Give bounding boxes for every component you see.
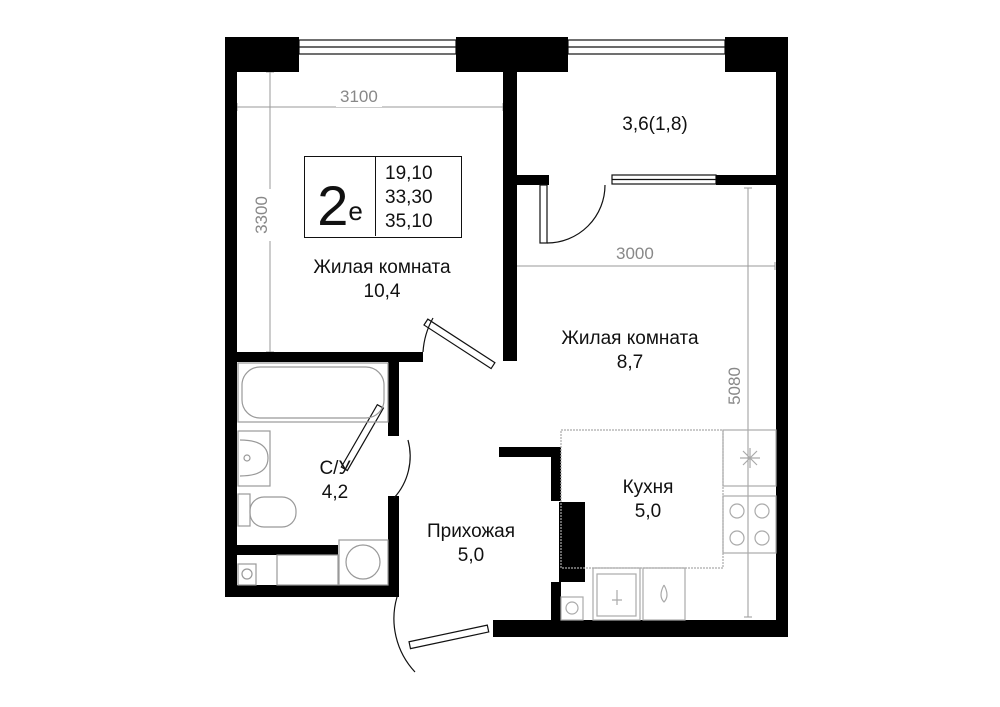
hallway-name: Прихожая: [426, 521, 516, 542]
balcony-area: 3,6(1,8): [622, 114, 688, 135]
doors: [340, 184, 606, 673]
hallway-label: Прихожая 5,0: [406, 520, 536, 568]
bathroom-name: С/У: [319, 458, 351, 479]
living-room-2-area: 8,7: [616, 352, 644, 373]
living-room-1-area: 10,4: [363, 281, 401, 302]
bathroom-area: 4,2: [321, 482, 349, 503]
kitchen-area: 5,0: [634, 501, 662, 522]
living-room-1-name: Жилая комната: [313, 257, 451, 278]
living-room-2-label: Жилая комната 8,7: [530, 327, 730, 375]
room1-height-label: 3300: [252, 189, 272, 241]
total-area-with-balcony: 35,10: [385, 211, 433, 232]
bathroom-fixtures: [237, 362, 389, 586]
walls: [225, 37, 788, 637]
balcony-label: 3,6(1,8): [590, 113, 720, 137]
apartment-areas: 19,10 33,30 35,10: [385, 162, 433, 234]
kitchen-name: Кухня: [622, 477, 674, 498]
room1-width-label: 3100: [336, 87, 382, 107]
hallway-area: 5,0: [457, 545, 485, 566]
living-room-2-name: Жилая комната: [561, 328, 699, 349]
kitchen-label: Кухня 5,0: [602, 476, 694, 524]
room2-width-label: 3000: [612, 244, 658, 264]
total-area: 33,30: [385, 187, 433, 208]
living-area: 19,10: [385, 163, 433, 184]
kitchen-fixtures: [560, 429, 777, 621]
apartment-code-letter: е: [348, 196, 363, 226]
bathroom-label: С/У 4,2: [300, 457, 370, 505]
living-room-1-label: Жилая комната 10,4: [282, 256, 482, 304]
apartment-code-number: 2: [317, 174, 349, 237]
